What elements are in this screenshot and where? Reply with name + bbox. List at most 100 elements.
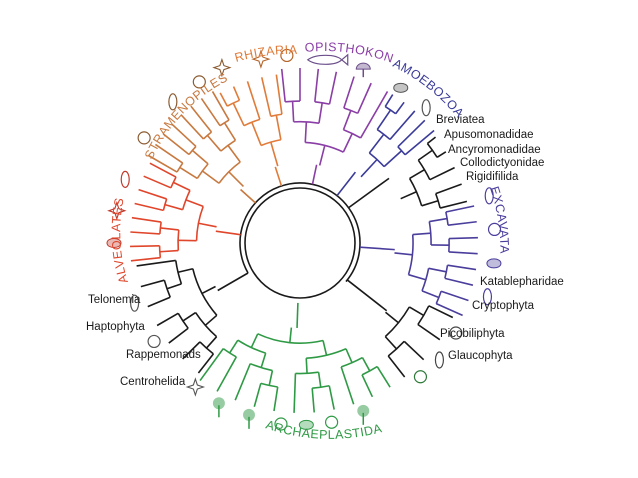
branch-line (448, 251, 478, 255)
branch-line (217, 272, 249, 292)
branch-arc (260, 138, 282, 147)
branch-line (408, 273, 427, 281)
branch-line (311, 388, 316, 413)
branch-line (274, 166, 283, 187)
group-label-stramenopiles: STRAMENOPILES (142, 70, 230, 161)
branch-arc (285, 100, 301, 103)
group-label-archaeplastida: ARCHAEPLASTIDA (264, 418, 384, 442)
branch-line (240, 188, 256, 204)
branch-line (389, 110, 416, 140)
branch-line (138, 188, 167, 200)
branch-line (219, 92, 228, 107)
branch-line (232, 102, 245, 127)
flagellate-icon (434, 351, 445, 369)
branch-line (275, 74, 283, 115)
branch-line (289, 327, 293, 343)
branch-line (348, 177, 390, 209)
branch-line (130, 245, 160, 248)
branch-line (280, 68, 286, 102)
branch-line (328, 71, 338, 105)
branch-line (317, 372, 322, 388)
branch-line (275, 115, 282, 140)
root-circle (244, 187, 356, 299)
taxon-telonemia: Telonemia (88, 294, 141, 306)
seaweed-icon (357, 404, 370, 425)
branch-line (149, 162, 177, 178)
alga-icon (325, 415, 339, 429)
branch-line (180, 114, 205, 140)
branch-line (260, 77, 272, 117)
branch-line (216, 356, 238, 392)
branch-line (191, 149, 209, 165)
branch-line (384, 311, 399, 324)
branch-line (318, 145, 326, 166)
branch-line (162, 133, 190, 156)
branch-line (421, 200, 439, 207)
branch-line (408, 306, 425, 317)
branch-line (311, 164, 318, 185)
branch-arc (159, 221, 162, 234)
branch-line (449, 236, 478, 240)
branch-line (147, 296, 171, 308)
branch-line (428, 267, 447, 273)
excavata-text: EXCAVATA (487, 185, 511, 254)
branch-line (293, 373, 297, 413)
branch-line (447, 220, 477, 226)
branch-line (376, 109, 392, 131)
branch-line (228, 171, 244, 187)
branch-line (343, 76, 355, 109)
branch-line (273, 386, 279, 412)
tree-branches (130, 68, 478, 413)
branch-arc (181, 190, 191, 210)
branch-line (206, 134, 222, 152)
taxon-ancyromonadidae: Ancyromonadidae (448, 144, 541, 156)
branch-line (417, 323, 441, 341)
branch-line (447, 264, 477, 271)
branch-line (361, 357, 371, 372)
branch-line (232, 86, 241, 101)
branch-line (328, 385, 335, 410)
branch-line (397, 119, 426, 148)
branch-line (164, 203, 183, 211)
branch-line (136, 259, 176, 267)
branch-line (359, 91, 389, 139)
branch-line (387, 355, 406, 378)
branch-line (160, 227, 179, 231)
taxon-cryptophyta: Cryptophyta (472, 300, 535, 312)
branch-line (228, 339, 239, 354)
group-label-opisthokonta: OPISTHOKONTA (0, 0, 396, 66)
branch-line (148, 154, 178, 173)
stramenopiles-text: STRAMENOPILES (142, 70, 230, 161)
branch-line (439, 200, 468, 209)
branch-line (403, 340, 425, 361)
diatom-icon (212, 57, 232, 78)
branch-line (270, 141, 279, 167)
branch-line (395, 101, 405, 115)
taxon-katablepharidae: Katablepharidae (480, 276, 564, 288)
branch-line (417, 149, 433, 161)
group-label-excavata: EXCAVATA (487, 185, 511, 254)
branch-line (246, 81, 261, 120)
branch-line (383, 150, 403, 168)
branch-arc (222, 347, 237, 358)
branch-line (429, 217, 448, 223)
branch-line (215, 230, 241, 236)
branch-line (340, 366, 355, 405)
branch-line (234, 363, 251, 401)
fish-icon (306, 53, 349, 67)
tree-icon (212, 397, 225, 418)
flagellate-icon (449, 326, 463, 340)
branch-line (360, 158, 378, 178)
branch-line (200, 97, 221, 127)
branch-line (204, 314, 218, 326)
branch-line (197, 353, 215, 374)
radiolarian-icon (251, 49, 271, 69)
taxon-rigidifilida: Rigidifilida (466, 171, 519, 183)
branch-line (268, 370, 274, 386)
branch-line (404, 129, 435, 156)
branch-line (428, 305, 454, 319)
branch-line (346, 279, 388, 312)
branch-line (166, 283, 182, 290)
branch-line (368, 133, 385, 154)
